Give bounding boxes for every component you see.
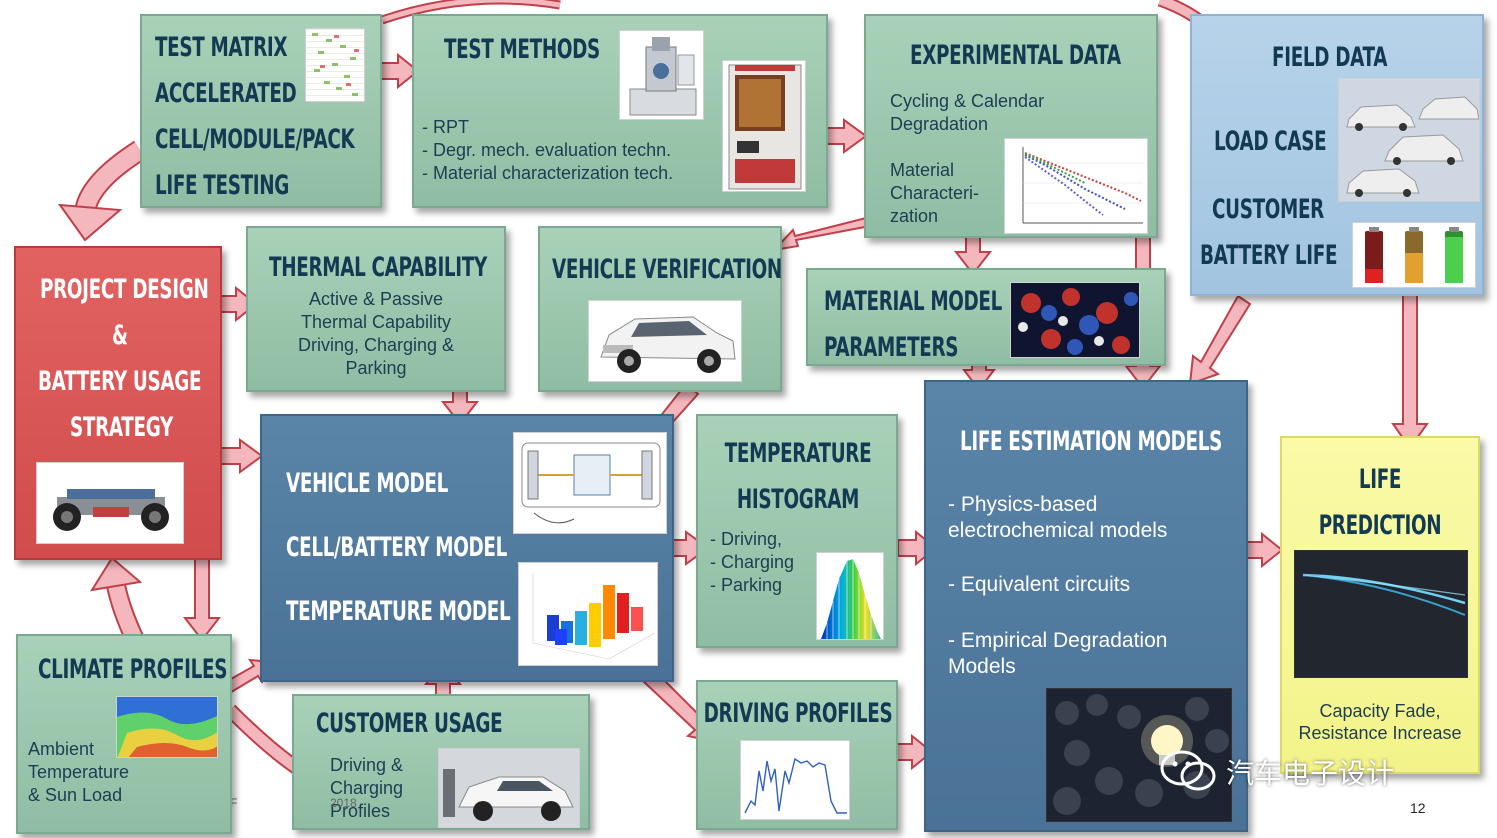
project-design-title-2: & [112,320,128,351]
test-methods-item-1: - RPT [422,117,469,137]
driving-profiles-title: DRIVING PROFILES [703,698,893,729]
experimental-data-text-1: Cycling & Calendar [890,91,1045,111]
thermal-capability-text-3: Driving, Charging & [297,335,455,355]
climate-profiles-text-1: Ambient [28,739,95,759]
life-prediction-title-2: PREDICTION [1318,510,1442,541]
capacity-retention-chart-image [1004,138,1148,234]
life-estimation-item-1: - Physics-based [948,493,1098,516]
load-case-label: LOAD CASE [1214,126,1327,157]
test-matrix-title-2: ACCELERATED [155,78,297,109]
temperature-histogram-title-2: HISTOGRAM [736,484,860,515]
life-estimation-item-4: - Empirical Degradation [948,629,1168,652]
project-design-title-1: PROJECT DESIGN [40,274,209,305]
project-design-title-4: STRATEGY [70,412,173,443]
temperature-histogram-image [816,552,884,640]
test-matrix-title-3: CELL/MODULE/PACK [155,124,355,155]
material-model-title-2: PARAMETERS [824,332,959,363]
material-model-title-1: MATERIAL MODEL [824,286,1002,317]
life-estimation-item-5: Models [948,655,1016,678]
test-methods-item-2: - Degr. mech. evaluation techn. [422,140,672,160]
experimental-data-text-3: Material [890,160,955,180]
vehicle-chassis-image [36,462,184,544]
experimental-data-text-5: zation [890,206,939,226]
climate-chamber-image [722,60,806,192]
molecule-model-image [1010,282,1140,358]
histogram-item-1: - Driving, [710,529,783,549]
lab-equipment-image [619,30,704,120]
histogram-item-3: - Parking [710,575,783,595]
customer-usage-text-2: Charging [330,778,404,798]
life-prediction-title-1: LIFE [1358,464,1402,495]
test-methods-title: TEST METHODS [444,34,600,65]
vehicle-verification-title: VEHICLE VERIFICATION [552,254,782,285]
histogram-item-2: - Charging [710,552,795,572]
temperature-model-label: TEMPERATURE MODEL [286,596,511,627]
test-matrix-title-1: TEST MATRIX [155,32,288,63]
customer-usage-text-1: Driving & [330,755,404,775]
thermal-capability-text-1: Active & Passive [308,289,444,309]
test-methods-item-3: - Material characterization tech. [422,163,674,183]
page-number: 12 [1410,800,1426,816]
experimental-data-text-2: Degradation [890,114,989,134]
climate-profiles-text-2: Temperature [28,762,130,782]
charging-car-photo-image [438,748,580,828]
capacity-fade-chart-image [1294,550,1468,678]
test-matrix-title-4: LIFE TESTING [155,170,290,201]
climate-profiles-title: CLIMATE PROFILES [38,654,228,685]
test-matrix-table-image [305,28,365,102]
customer-usage-title: CUSTOMER USAGE [316,708,503,739]
thermal-capability-text-4: Parking [345,358,407,378]
footer-mid: 2018 [330,796,357,810]
driving-speed-profile-image [740,740,850,820]
vehicle-model-label: VEHICLE MODEL [286,468,448,499]
life-prediction-text-1: Capacity Fade, [1319,701,1441,721]
watermark-text: 汽车电子设计 [1226,757,1395,790]
suv-photo-image [588,300,742,382]
life-prediction-text-2: Resistance Increase [1298,723,1462,743]
project-design-title-3: BATTERY USAGE [38,366,202,397]
thermal-capability-text-2: Thermal Capability [300,312,452,332]
experimental-data-text-4: Characteri- [890,183,980,203]
light-bulbs-photo-image [1046,688,1232,822]
thermal-capability-title: THERMAL CAPABILITY [269,252,487,283]
experimental-data-title: EXPERIMENTAL DATA [910,40,1121,71]
temperature-histogram-title-1: TEMPERATURE [724,438,872,469]
battery-level-icons-image [1352,222,1476,288]
car-photos-image [1338,78,1480,202]
life-estimation-item-3: - Equivalent circuits [948,573,1131,596]
test-matrix-box: TEST MATRIX ACCELERATED CELL/MODULE/PACK… [140,14,382,208]
thermal-capability-box: THERMAL CAPABILITY Active & Passive Ther… [246,226,506,392]
field-data-title: FIELD DATA [1272,42,1388,73]
vehicle-schematic-image [513,432,667,534]
customer-usage-text-3: Profiles [330,801,391,821]
life-estimation-item-2: electrochemical models [948,519,1168,542]
cell-battery-model-label: CELL/BATTERY MODEL [286,532,507,563]
watermark-logo-icon [1158,748,1220,801]
footer-right-mark: F [230,796,238,810]
customer-label: CUSTOMER [1212,194,1324,225]
battery-life-label: BATTERY LIFE [1200,240,1338,271]
3d-histogram-image [518,562,658,666]
life-estimation-title: LIFE ESTIMATION MODELS [960,426,1223,457]
climate-map-image [116,696,218,758]
climate-profiles-text-3: & Sun Load [28,785,123,805]
